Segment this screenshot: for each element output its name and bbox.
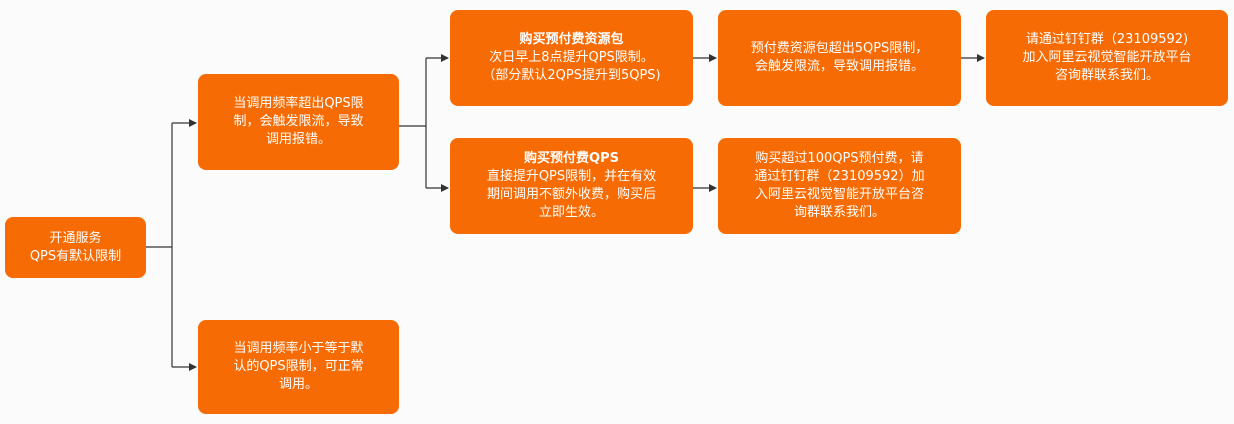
node-contact-bottom-line: 通过钉钉群（23109592）加 [754, 169, 925, 184]
node-contact-top-line: 加入阿里云视觉智能开放平台 [1022, 50, 1192, 65]
node-contact-top-line: 请通过钉钉群（23109592) [1025, 32, 1189, 47]
node-contact-bottom-line: 购买超过100QPS预付费，请 [755, 151, 924, 166]
connector-exceed-branches [399, 58, 427, 188]
node-prepaid-line: 直接提升QPS限制，并在有效 [486, 169, 657, 184]
node-package-line: 次日早上8点提升QPS限制。 [489, 50, 654, 65]
node-contact-bottom-line: 入阿里云视觉智能开放平台咨 [754, 187, 924, 202]
connector-root-branches [146, 123, 173, 367]
node-within-limit: 当调用频率小于等于默 认的QPS限制，可正常 调用。 [198, 320, 399, 414]
node-contact-group-top: 请通过钉钉群（23109592) 加入阿里云视觉智能开放平台 咨询群联系我们。 [986, 10, 1228, 106]
node-root-line: QPS有默认限制 [29, 248, 122, 264]
node-contact-group-bottom: 购买超过100QPS预付费，请 通过钉钉群（23109592）加 入阿里云视觉智… [718, 138, 961, 234]
node-buy-prepaid-qps: 购买预付费QPS 直接提升QPS限制，并在有效 期间调用不额外收费，购买后 立即… [450, 138, 693, 234]
node-exceed-line: 调用报错。 [265, 132, 331, 147]
node-package-exceed-line: 预付费资源包超出5QPS限制， [750, 41, 929, 56]
node-package-exceed-limit: 预付费资源包超出5QPS限制， 会触发限流，导致调用报错。 [718, 10, 961, 106]
node-exceed-limit: 当调用频率超出QPS限 制，会触发限流，导致 调用报错。 [198, 74, 399, 170]
node-buy-package: 购买预付费资源包 次日早上8点提升QPS限制。 （部分默认2QPS提升到5QPS… [450, 10, 693, 106]
node-prepaid-line: 期间调用不额外收费，购买后 [486, 187, 656, 202]
node-prepaid-title: 购买预付费QPS [524, 151, 619, 166]
node-package-title: 购买预付费资源包 [519, 32, 624, 47]
node-within-line: 当调用频率小于等于默 [233, 341, 364, 356]
node-within-line: 认的QPS限制，可正常 [233, 359, 364, 374]
node-root: 开通服务 QPS有默认限制 [5, 217, 146, 278]
node-package-exceed-line: 会触发限流，导致调用报错。 [754, 59, 924, 74]
node-package-line: （部分默认2QPS提升到5QPS) [482, 68, 661, 83]
node-prepaid-line: 立即生效。 [538, 205, 604, 220]
node-contact-top-line: 咨询群联系我们。 [1054, 68, 1159, 83]
node-exceed-line: 当调用频率超出QPS限 [233, 96, 364, 111]
node-contact-bottom-line: 询群联系我们。 [793, 205, 885, 220]
node-within-line: 调用。 [278, 377, 318, 392]
node-exceed-line: 制，会触发限流，导致 [233, 114, 364, 129]
node-root-line: 开通服务 [49, 230, 102, 246]
